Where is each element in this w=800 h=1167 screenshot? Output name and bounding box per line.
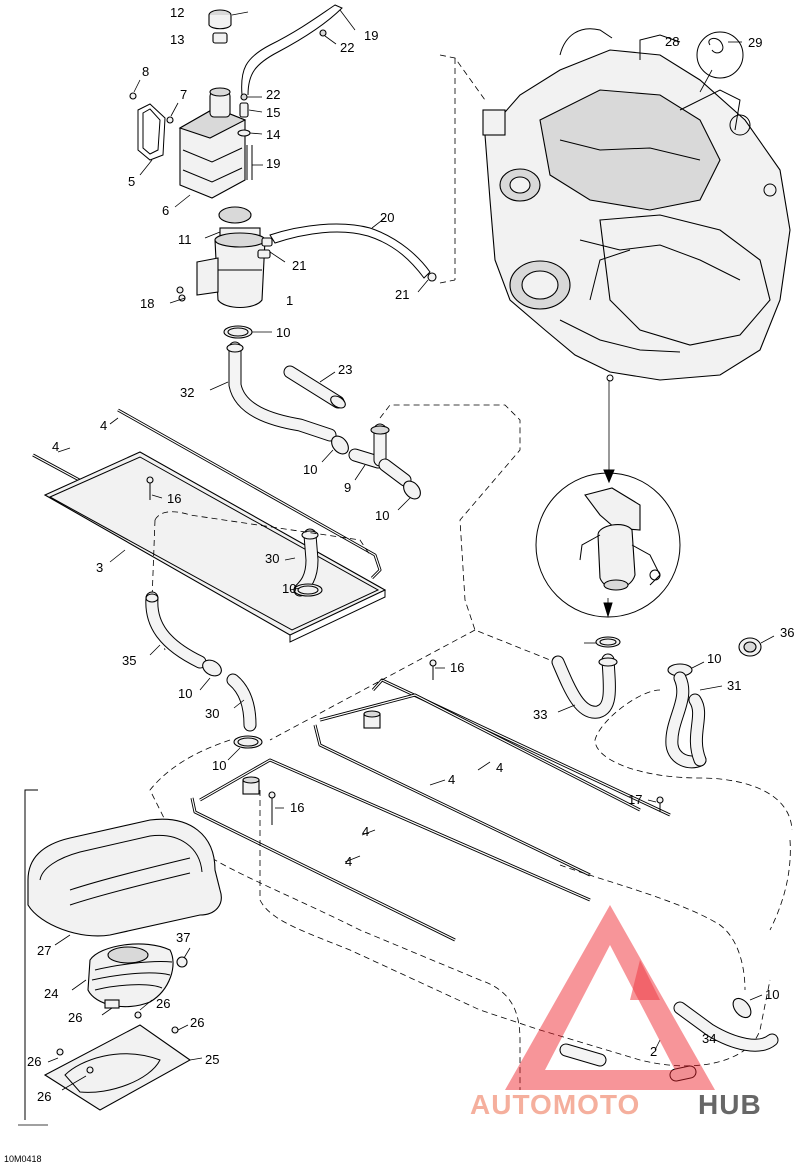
tee-fitting-9 <box>321 423 421 511</box>
callout: 15 <box>266 105 280 120</box>
callout: 4 <box>362 824 369 839</box>
callout: 9 <box>344 480 351 495</box>
callout: 10 <box>282 581 296 596</box>
callout: 25 <box>205 1052 219 1067</box>
callout: 6 <box>162 203 169 218</box>
callout: 4 <box>52 439 59 454</box>
callout: 10 <box>212 758 226 773</box>
hose-20 <box>269 217 437 293</box>
reservoir-group <box>129 4 356 208</box>
callout: 12 <box>170 5 184 20</box>
callout: 4 <box>100 418 107 433</box>
callout: 26 <box>68 1010 82 1025</box>
callout-labels: 12 13 19 22 8 7 22 15 14 5 6 19 28 29 20… <box>27 5 794 1104</box>
callout: 11 <box>178 232 192 247</box>
callout: 10 <box>765 987 779 1002</box>
detail-circle-29 <box>696 31 744 79</box>
callout: 19 <box>266 156 280 171</box>
hose-23 <box>283 365 346 409</box>
callout: 19 <box>364 28 378 43</box>
hose-35 <box>145 591 263 761</box>
intake-cover-27 <box>27 818 222 946</box>
callout: 28 <box>665 34 679 49</box>
watermark-text-dark: HUB <box>698 1089 762 1120</box>
callout: 21 <box>395 287 409 302</box>
watermark-triangle-icon <box>505 905 715 1090</box>
watermark-logo: AUTOMOTO HUB <box>470 905 762 1120</box>
callout: 10 <box>303 462 317 477</box>
hose-32 <box>209 341 337 442</box>
front-cooler-assembly <box>32 408 387 643</box>
callout: 3 <box>96 560 103 575</box>
callout: 31 <box>727 678 741 693</box>
callout: 26 <box>37 1089 51 1104</box>
callout: 26 <box>27 1054 41 1069</box>
callout: 36 <box>780 625 794 640</box>
callout: 13 <box>170 32 184 47</box>
hose-31 <box>665 635 775 769</box>
callout: 16 <box>290 800 304 815</box>
callout: 10 <box>276 325 290 340</box>
callout: 1 <box>286 293 293 308</box>
callout: 5 <box>128 174 135 189</box>
callout: 20 <box>380 210 394 225</box>
callout: 16 <box>167 491 181 506</box>
callout: 22 <box>340 40 354 55</box>
callout: 30 <box>205 706 219 721</box>
fan-24 <box>71 943 191 1034</box>
callout: 4 <box>448 772 455 787</box>
callout: 22 <box>266 87 280 102</box>
callout: 30 <box>265 551 279 566</box>
callout: 18 <box>140 296 154 311</box>
watermark-text-light: AUTOMOTO <box>470 1089 640 1120</box>
hose-33 <box>551 653 618 719</box>
callout: 21 <box>292 258 306 273</box>
water-pump-detail <box>535 472 681 618</box>
callout: 7 <box>180 87 187 102</box>
callout: 26 <box>156 996 170 1011</box>
callout: 10 <box>707 651 721 666</box>
callout: 4 <box>496 760 503 775</box>
callout: 26 <box>190 1015 204 1030</box>
mounting-plate-25 <box>43 1024 203 1111</box>
callout: 32 <box>180 385 194 400</box>
callout: 14 <box>266 127 280 142</box>
hose-34 <box>559 994 779 1082</box>
callout: 2 <box>650 1044 657 1059</box>
callout: 34 <box>702 1031 716 1046</box>
callout: 4 <box>345 854 352 869</box>
callout: 24 <box>44 986 58 1001</box>
callout: 17 <box>628 792 642 807</box>
rear-cooler-rails <box>190 659 671 942</box>
callout: 37 <box>176 930 190 945</box>
figure-reference-code: 10M0418 <box>4 1154 42 1164</box>
coolant-reservoir <box>169 206 286 339</box>
callout: 27 <box>37 943 51 958</box>
callout: 10 <box>178 686 192 701</box>
callout: 35 <box>122 653 136 668</box>
callout: 23 <box>338 362 352 377</box>
callout: 10 <box>375 508 389 523</box>
callout: 8 <box>142 64 149 79</box>
callout: 16 <box>450 660 464 675</box>
engine-assembly <box>482 28 791 382</box>
callout: 29 <box>748 35 762 50</box>
callout: 33 <box>533 707 547 722</box>
